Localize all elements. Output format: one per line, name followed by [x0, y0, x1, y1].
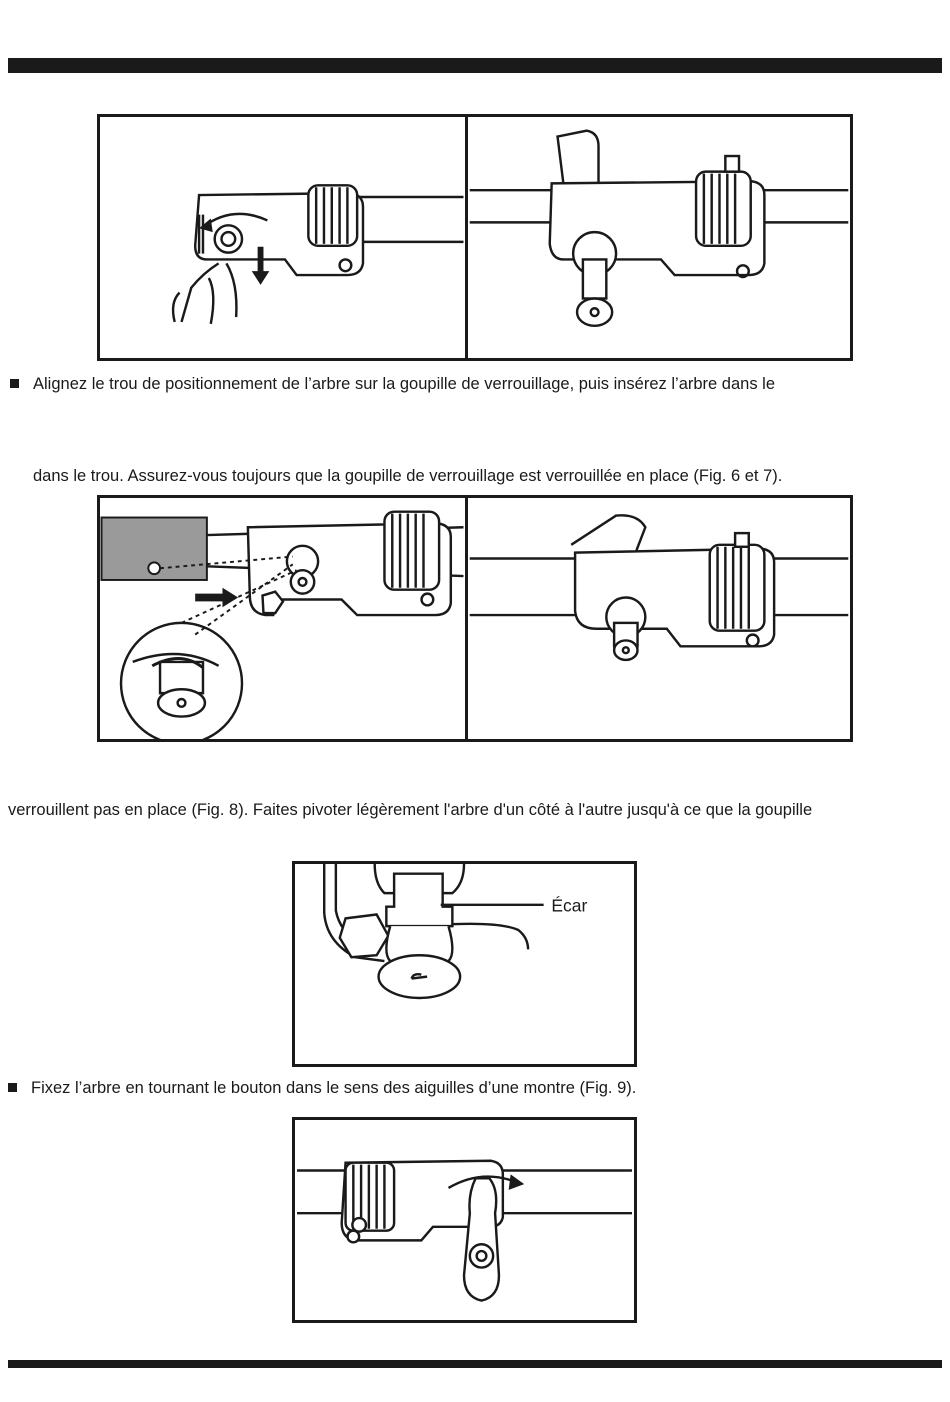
- footer-rule: [8, 1360, 942, 1368]
- instruction-line-3: verrouillent pas en place (Fig. 8). Fait…: [8, 800, 812, 820]
- figure-shaft-locked: [465, 495, 853, 742]
- instruction-text: Fixez l’arbre en tournant le bouton dans…: [31, 1079, 637, 1097]
- figure-tighten-knob: [292, 1117, 637, 1323]
- instruction-line-4: Fixez l’arbre en tournant le bouton dans…: [8, 1078, 636, 1098]
- illustration-gap-detail: Écar: [322, 864, 587, 1000]
- figure-gap: Écar: [292, 861, 637, 1067]
- header-rule: [8, 58, 942, 73]
- illustration-knob-tighten: [297, 1159, 632, 1302]
- illustration-shaft-locked: [469, 514, 849, 662]
- gap-label: Écar: [551, 896, 587, 916]
- instruction-text: dans le trou. Assurez-vous toujours que …: [33, 467, 783, 485]
- bullet-icon: [8, 1083, 17, 1092]
- figure-insert-shaft: [97, 495, 468, 742]
- illustration-knob-pull: [171, 184, 464, 325]
- instruction-line-2: dans le trou. Assurez-vous toujours que …: [33, 466, 782, 486]
- instruction-text: Alignez le trou de positionnement de l’a…: [33, 375, 776, 393]
- instruction-line-1: Alignez le trou de positionnement de l’a…: [10, 374, 775, 394]
- instruction-text: verrouillent pas en place (Fig. 8). Fait…: [8, 801, 813, 819]
- bullet-icon: [10, 379, 19, 388]
- figure-pin-out: [465, 114, 853, 361]
- illustration-insert-shaft: [100, 510, 464, 739]
- figure-remove-pin: [97, 114, 468, 361]
- illustration-pin-extended: [469, 129, 849, 328]
